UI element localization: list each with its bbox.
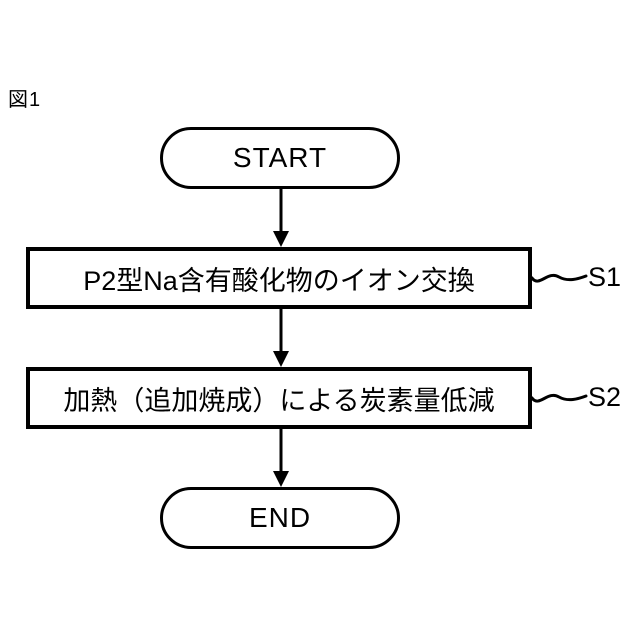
tilde-connector-icon [530,393,588,403]
step-id-s2: S2 [588,382,622,412]
process-step-s2-label: 加熱（追加焼成）による炭素量低減 [63,385,495,416]
end-node: END [160,487,400,549]
start-node: START [160,127,400,189]
process-step-s1-label: P2型Na含有酸化物のイオン交換 [83,265,475,296]
start-node-label: START [232,142,328,173]
end-node-label: END [248,502,312,533]
arrow-down-icon [273,189,289,247]
figure-label: 図1 [8,89,42,111]
step-id-s1: S1 [588,262,622,292]
process-step-s2: 加熱（追加焼成）による炭素量低減 [26,367,532,429]
tilde-connector-icon [530,273,588,283]
process-step-s1: P2型Na含有酸化物のイオン交換 [26,247,532,309]
arrow-down-icon [273,309,289,367]
arrow-down-icon [273,429,289,487]
